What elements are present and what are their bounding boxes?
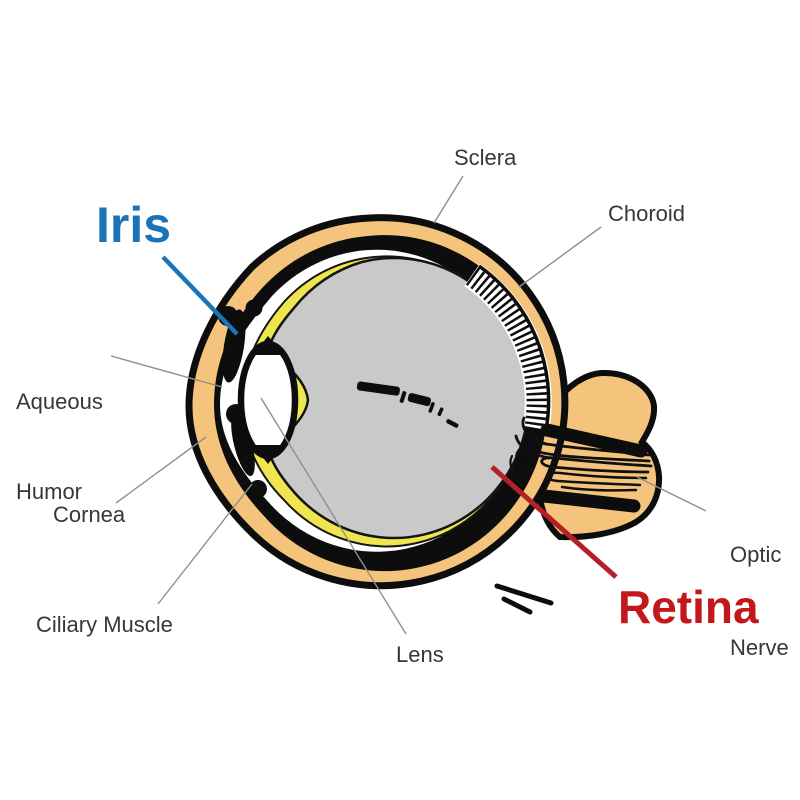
optic-nerve-leader-line (636, 476, 707, 512)
iris-pointer-line (161, 255, 239, 336)
eyeball (185, 214, 569, 590)
label-ciliary-muscle: Ciliary Muscle (36, 612, 173, 637)
label-retina: Retina (618, 581, 759, 633)
label-aqueous-humor-line2: Humor (16, 479, 83, 504)
label-choroid: Choroid (608, 201, 686, 226)
ciliary-muscle-shape (249, 480, 267, 498)
label-optic-nerve-line2: Nerve (730, 635, 789, 660)
retina-pointer-line (490, 465, 618, 579)
optic-nerve-fibers (509, 416, 653, 513)
zonule-knot (253, 336, 283, 355)
sclera-leader-line (433, 175, 464, 224)
lens-leader-line (260, 397, 407, 635)
label-optic-nerve-line1: Optic (730, 542, 782, 567)
accent-strokes (494, 583, 554, 615)
label-optic-nerve: Optic Nerve (730, 477, 789, 725)
ciliary-muscle-shape (245, 299, 263, 317)
label-lens: Lens (396, 642, 444, 667)
zonule-knot (253, 445, 283, 464)
ciliary-muscle-leader-line (157, 483, 253, 605)
anterior-segment (218, 299, 299, 498)
label-iris: Iris (96, 197, 172, 253)
label-aqueous-humor-line1: Aqueous (16, 389, 103, 414)
floaters (356, 381, 459, 428)
iris-shape (231, 411, 255, 477)
leader-lines (110, 175, 707, 635)
label-sclera: Sclera (454, 145, 517, 170)
label-cornea: Cornea (53, 502, 126, 527)
aqueous-humor-leader-line (110, 355, 223, 388)
cornea-leader-line (115, 436, 207, 504)
retina-striations (464, 263, 552, 431)
choroid-leader-line (518, 226, 602, 288)
label-aqueous-humor: Aqueous Humor (16, 327, 103, 567)
